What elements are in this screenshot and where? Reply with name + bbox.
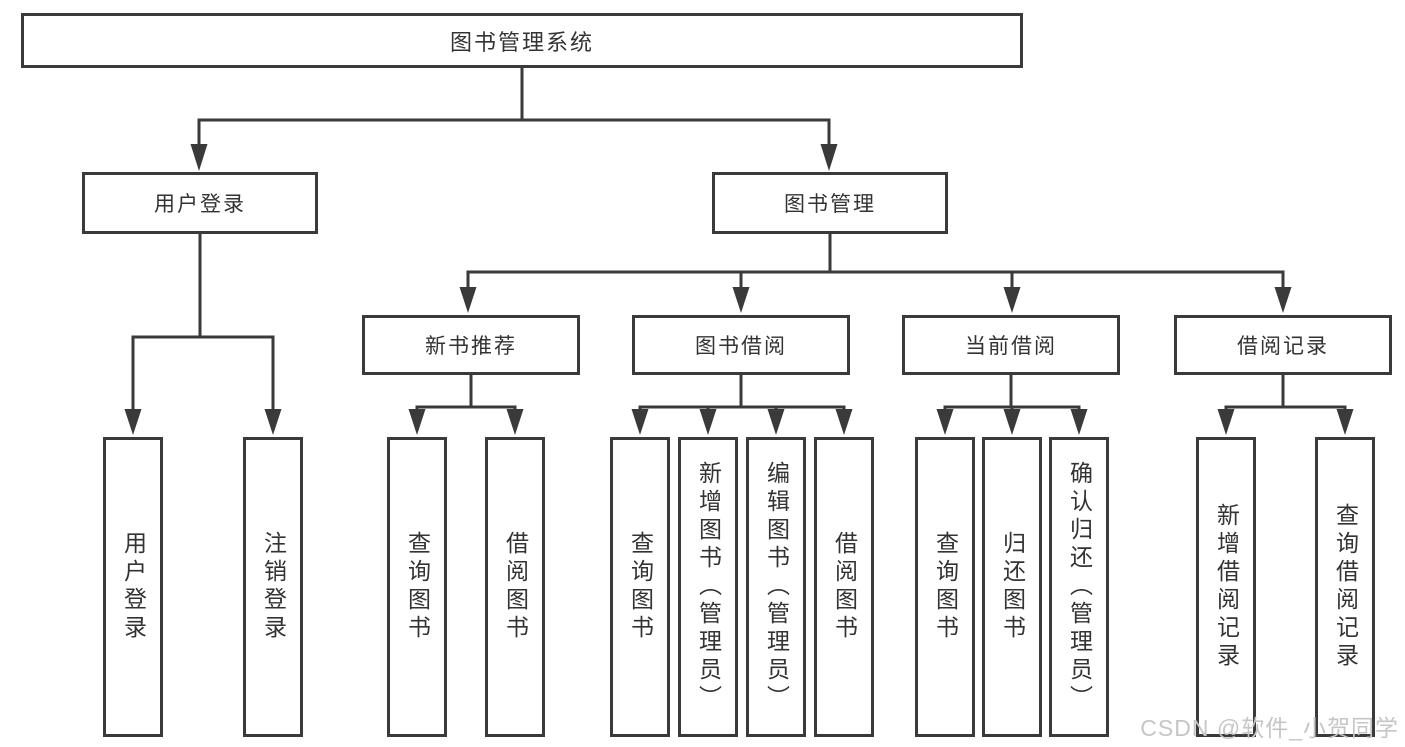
node-borrowing-records: 借阅记录	[1174, 315, 1392, 375]
node-label: 新书推荐	[425, 335, 517, 358]
node-new-book-recommend: 新书推荐	[362, 315, 580, 375]
node-leaf-confirm-return-admin: 确认归还（管理员）	[1049, 437, 1109, 737]
node-label: 确认归还（管理员）	[1066, 461, 1093, 713]
node-label: 查询图书	[627, 531, 654, 643]
node-label: 用户登录	[154, 193, 246, 216]
node-leaf-add-book-admin: 新增图书（管理员）	[678, 437, 738, 737]
arrowheads	[124, 144, 1354, 435]
node-label: 查询借阅记录	[1332, 503, 1359, 671]
node-leaf-query-book-borrowing: 查询图书	[610, 437, 670, 737]
node-label: 用户登录	[120, 531, 147, 643]
node-label: 新增借阅记录	[1213, 503, 1240, 671]
node-label: 查询图书	[932, 531, 959, 643]
node-leaf-add-borrow-record: 新增借阅记录	[1196, 437, 1256, 737]
node-label: 借阅记录	[1237, 335, 1329, 358]
node-label: 图书管理	[784, 193, 876, 216]
node-leaf-query-book-recommend: 查询图书	[387, 437, 447, 737]
node-leaf-borrow-book-recommend: 借阅图书	[485, 437, 545, 737]
node-leaf-edit-book-admin: 编辑图书（管理员）	[746, 437, 806, 737]
node-leaf-query-book-current: 查询图书	[915, 437, 975, 737]
node-library-management-system: 图书管理系统	[21, 13, 1023, 68]
node-label: 图书管理系统	[449, 29, 594, 55]
csdn-watermark: CSDN @软件_小贺同学	[1140, 715, 1399, 741]
node-label: 归还图书	[999, 531, 1026, 643]
node-label: 注销登录	[260, 531, 287, 643]
node-current-borrowing: 当前借阅	[902, 315, 1120, 375]
node-label: 借阅图书	[502, 531, 529, 643]
node-label: 新增图书（管理员）	[695, 461, 722, 713]
node-leaf-logout: 注销登录	[243, 437, 303, 737]
node-label: 查询图书	[404, 531, 431, 643]
node-label: 编辑图书（管理员）	[763, 461, 790, 713]
node-label: 图书借阅	[695, 335, 787, 358]
node-book-management: 图书管理	[712, 172, 948, 234]
node-user-login: 用户登录	[82, 172, 318, 234]
node-leaf-borrow-book-borrowing: 借阅图书	[814, 437, 874, 737]
node-label: 当前借阅	[965, 335, 1057, 358]
node-leaf-user-login: 用户登录	[103, 437, 163, 737]
node-leaf-return-book: 归还图书	[982, 437, 1042, 737]
node-book-borrowing: 图书借阅	[632, 315, 850, 375]
node-leaf-query-borrow-record: 查询借阅记录	[1315, 437, 1375, 737]
node-label: 借阅图书	[831, 531, 858, 643]
